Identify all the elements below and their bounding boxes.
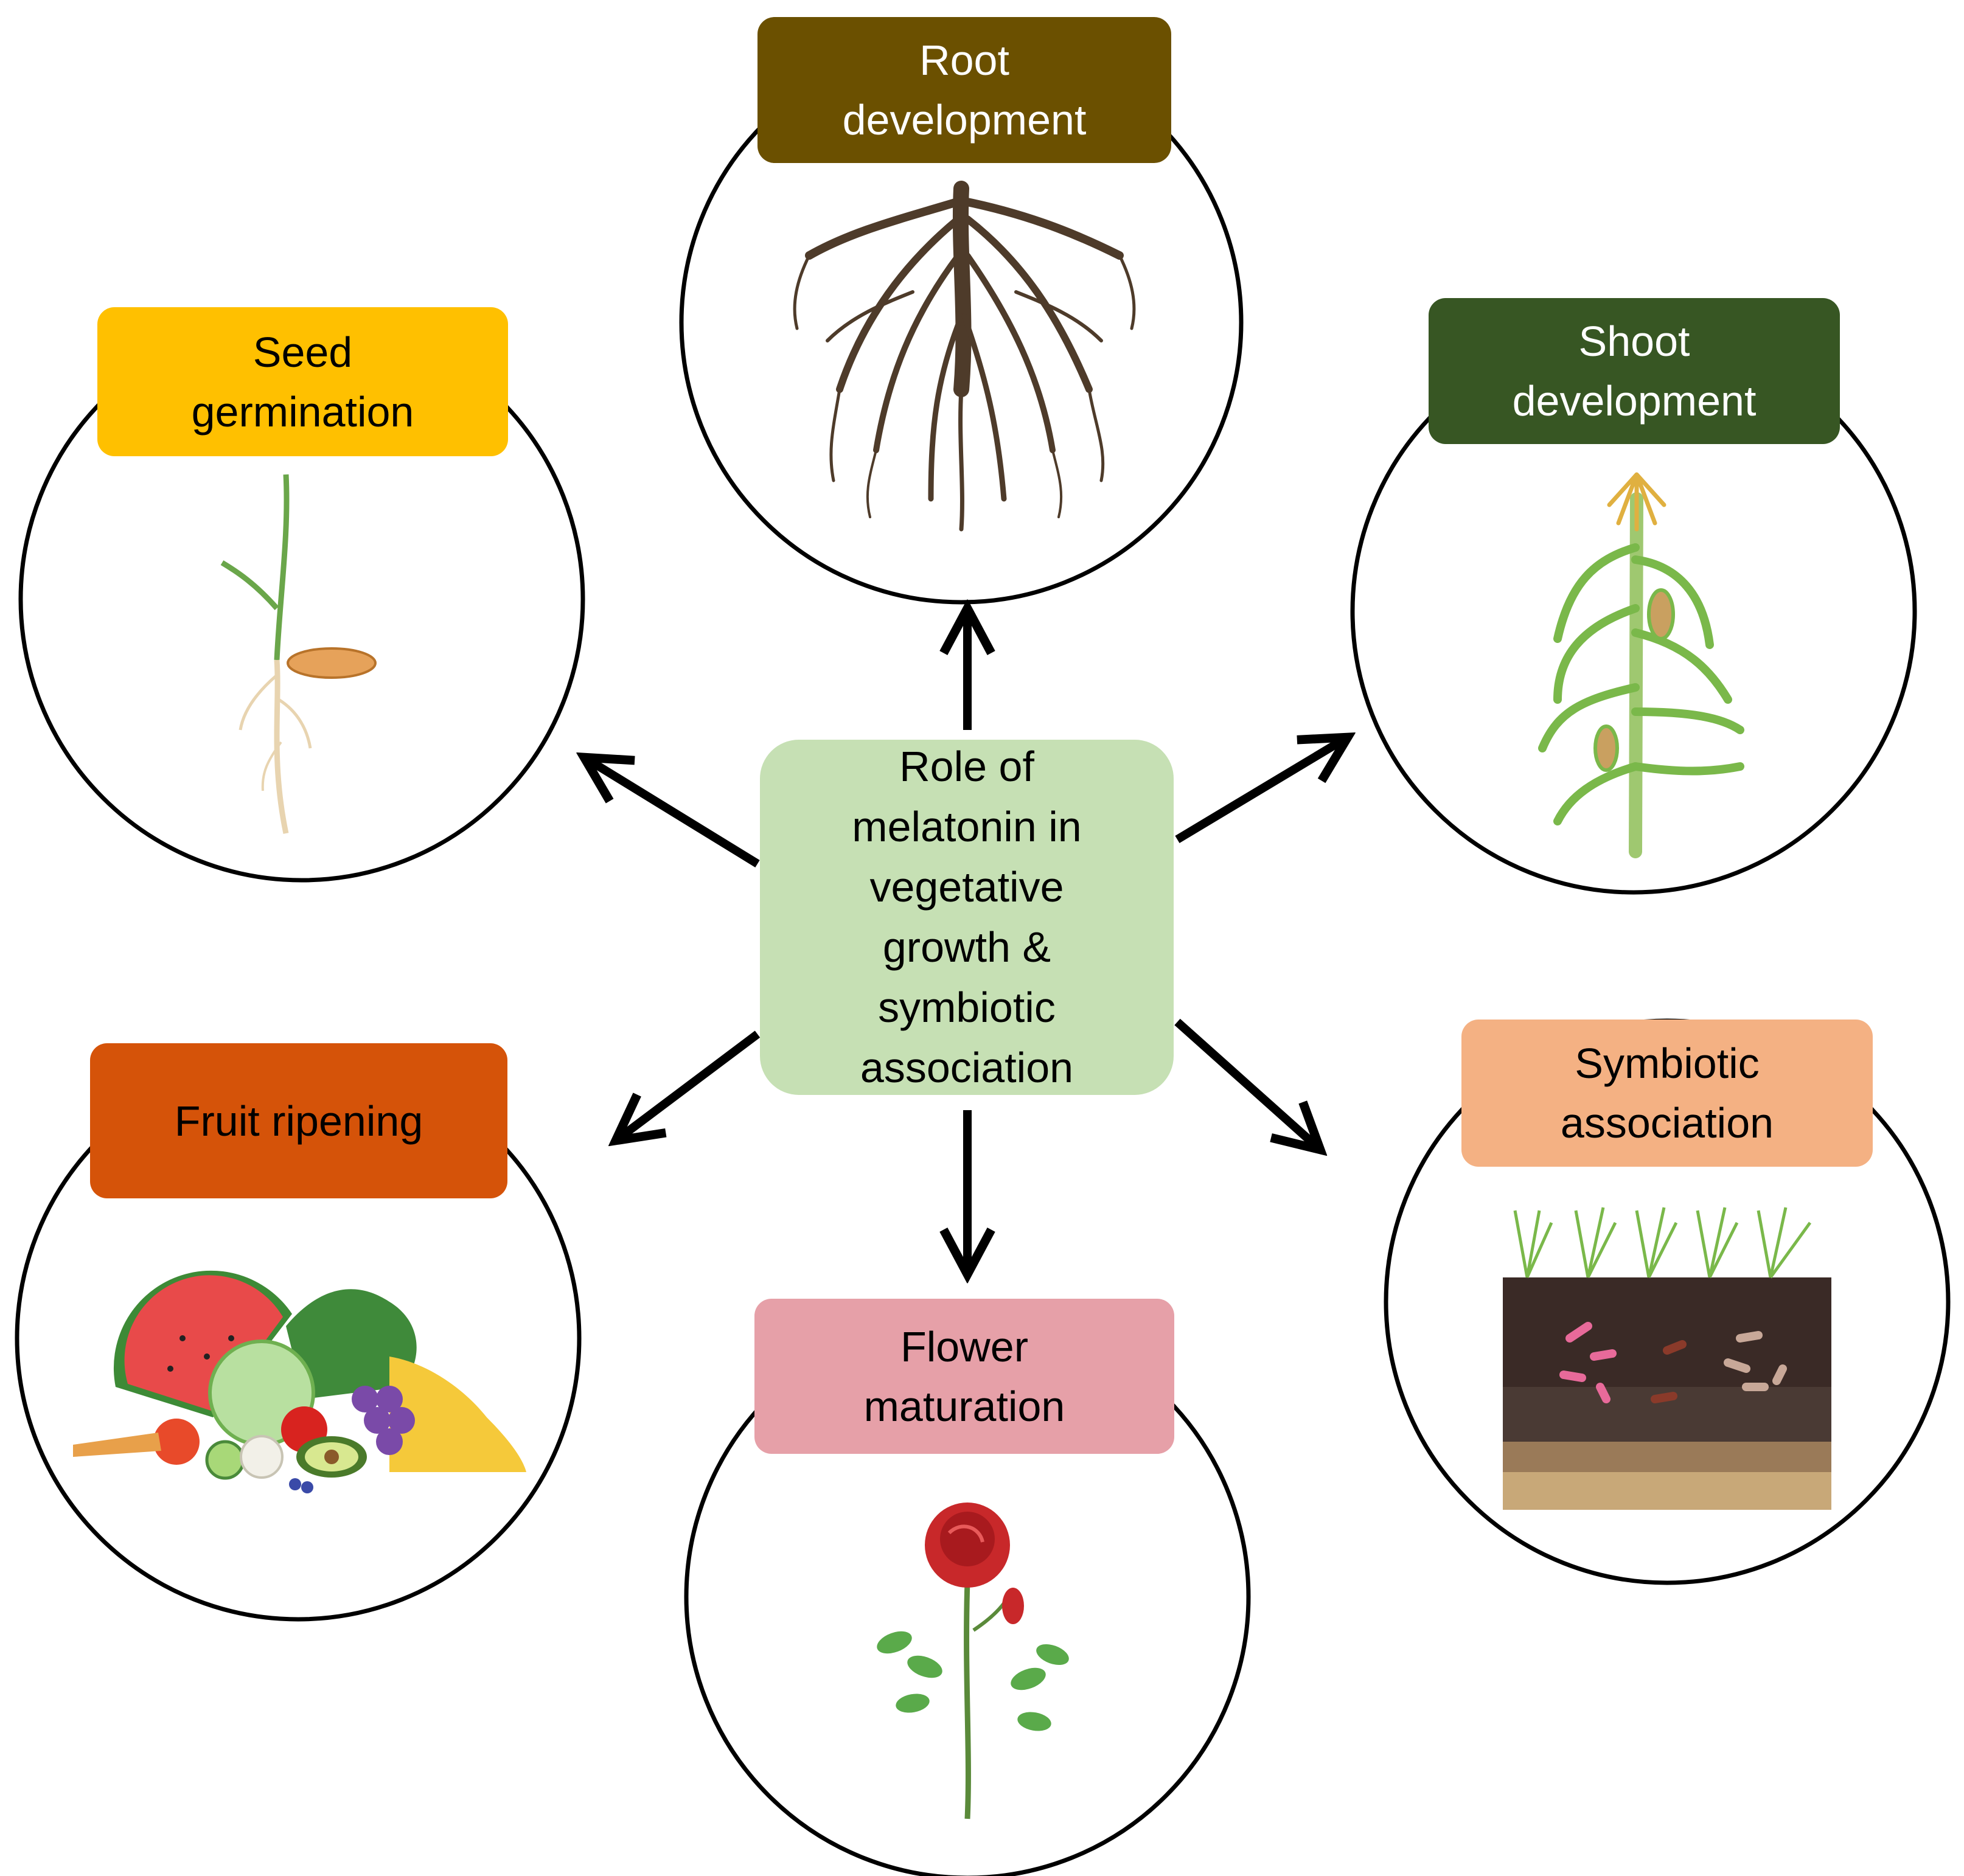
arrows xyxy=(584,608,1348,1274)
shoot-development-label: Shoot development xyxy=(1429,298,1840,444)
center-line-1: Role of xyxy=(899,743,1034,790)
flower-maturation-label: Flower maturation xyxy=(754,1299,1174,1454)
root-system-icon xyxy=(793,181,1136,532)
arrow-to-fruit xyxy=(616,1030,761,1141)
center-line-2: melatonin in xyxy=(852,803,1082,850)
center-topic-box: Role of melatonin in vegetative growth &… xyxy=(760,740,1174,1095)
flower-label-line-1: Flower xyxy=(900,1322,1029,1371)
shoot-label-line-1: Shoot xyxy=(1578,318,1690,365)
seedling-icon xyxy=(220,474,377,834)
arrow-to-symbiotic xyxy=(1174,1018,1320,1150)
corn-plant-icon xyxy=(1538,472,1744,858)
arrow-to-seed xyxy=(584,757,760,867)
fruit-ripening-label: Fruit ripening xyxy=(90,1043,507,1198)
seed-germination-label: Seed germination xyxy=(97,307,508,456)
center-line-3: vegetative xyxy=(869,863,1064,911)
symbiotic-label-line-2: association xyxy=(1560,1099,1774,1147)
center-line-4: growth & xyxy=(882,923,1051,971)
symbiotic-label-line-1: Symbiotic xyxy=(1575,1040,1760,1087)
root-development-label: Root development xyxy=(757,17,1171,163)
rose-icon xyxy=(877,1503,1069,1819)
root-label-line-1: Root xyxy=(919,36,1009,84)
seed-label-line-1: Seed xyxy=(252,328,353,376)
center-line-6: association xyxy=(860,1044,1074,1091)
symbiotic-association-label: Symbiotic association xyxy=(1461,1020,1873,1167)
center-line-5: symbiotic xyxy=(878,984,1056,1031)
seed-label-line-2: germination xyxy=(191,387,414,436)
fruit-label-line-1: Fruit ripening xyxy=(174,1097,423,1145)
arrow-to-shoot xyxy=(1175,737,1348,844)
soil-bacteria-icon xyxy=(1503,1207,1831,1510)
shoot-label-line-2: development xyxy=(1512,377,1757,425)
root-label-line-2: development xyxy=(842,96,1087,144)
flower-label-line-2: maturation xyxy=(863,1382,1065,1430)
fruit-vegetable-pile-icon xyxy=(73,1270,526,1493)
